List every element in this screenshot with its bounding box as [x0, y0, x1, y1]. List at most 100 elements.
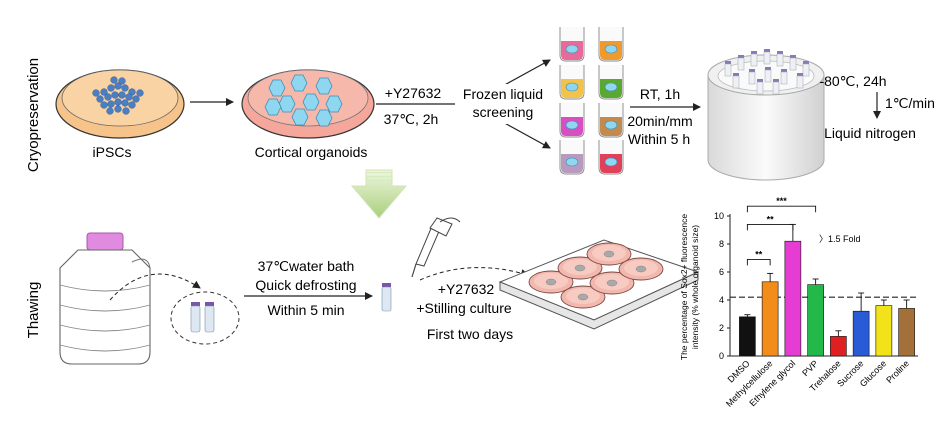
fold-change-label: 〉1.5 Fold — [819, 234, 861, 244]
ipsc-label: iPSCs — [93, 144, 132, 160]
rate-label-line2: Within 5 h — [628, 131, 690, 147]
thawing-row-label: Thawing — [25, 282, 42, 339]
stem-cell-icon — [106, 107, 114, 115]
organoid-label: Cortical organoids — [255, 144, 368, 160]
organoid-icon — [291, 108, 309, 126]
stem-cell-icon — [118, 91, 126, 99]
organoid-icon — [264, 98, 282, 116]
chart-ylabel-line2: intensity (% whole organoid size) — [690, 225, 700, 349]
cooling-rate-label: 1℃/min — [885, 95, 935, 111]
defrost-label: Quick defrosting — [255, 277, 356, 293]
vial-icon — [789, 55, 797, 71]
liquid-nitrogen-dewar-icon — [59, 232, 151, 365]
vial-icon — [802, 61, 810, 77]
stem-cell-icon — [136, 89, 144, 97]
y-tick-label: 6 — [719, 267, 724, 277]
rate-label-line1: 20min/mm — [627, 113, 692, 129]
stem-cell-icon — [111, 91, 119, 99]
stem-cell-icon — [114, 82, 122, 90]
stem-cell-icon — [96, 95, 104, 103]
liquid-nitrogen-label: Liquid nitrogen — [824, 125, 916, 141]
stem-cell-icon — [118, 77, 126, 85]
y-tick-label: 4 — [719, 295, 724, 305]
first-two-days-label: First two days — [427, 326, 513, 342]
bar-ethylene-glycol — [784, 240, 802, 357]
cryo-tube-icon — [559, 27, 585, 62]
ipsc-dish-icon — [55, 69, 185, 139]
organoid-icon — [315, 109, 333, 127]
culture-well-icon — [557, 256, 603, 280]
screening-label-line1: Frozen liquid — [463, 86, 543, 102]
y27632-thaw-label: +Y27632 — [438, 281, 495, 297]
organoid-icon — [290, 74, 308, 92]
y-tick-label: 2 — [719, 323, 724, 333]
incubation-label: 37℃, 2h — [384, 111, 439, 127]
vial-icon — [796, 73, 804, 89]
organoid-icon — [278, 95, 296, 113]
bar-glucose — [875, 305, 893, 357]
stem-cell-icon — [114, 105, 122, 113]
cryo-tube-grid — [559, 27, 624, 175]
stem-cell-icon — [110, 76, 118, 84]
bar-chart: The percentage of Sox2+ fluorescence int… — [679, 196, 918, 409]
bar-pvp — [807, 284, 824, 357]
significance-bracket — [746, 258, 771, 266]
freezing-container-icon — [707, 49, 825, 181]
frozen-vials-icon — [170, 291, 240, 345]
culture-well-icon — [589, 271, 635, 295]
organoid-icon — [315, 77, 333, 95]
organoid-icon — [325, 95, 343, 113]
six-well-plate-icon — [498, 239, 700, 330]
within-5min-label: Within 5 min — [267, 302, 344, 318]
screening-label-line2: screening — [473, 104, 534, 120]
y-tick-label: 8 — [719, 239, 724, 249]
pipette-icon — [411, 217, 461, 278]
stem-cell-icon — [132, 95, 140, 103]
stem-cell-icon — [121, 84, 129, 92]
vial-icon — [724, 61, 732, 77]
significance-bracket — [746, 205, 817, 213]
bar-methylcellulose — [761, 281, 779, 357]
vial-icon — [764, 67, 772, 83]
vial-icon — [780, 69, 788, 85]
vial-icon — [772, 79, 780, 95]
vial-icon — [750, 51, 758, 67]
significance-label: ** — [755, 249, 763, 259]
stem-cell-icon — [107, 100, 115, 108]
culture-well-icon — [560, 285, 606, 309]
water-bath-label: 37℃water bath — [258, 258, 355, 274]
stem-cell-icon — [100, 88, 108, 96]
bar-sucrose — [852, 310, 870, 357]
significance-bracket — [746, 223, 794, 231]
stem-cell-icon — [104, 93, 112, 101]
significance-label: *** — [776, 196, 787, 206]
stem-cell-icon — [100, 101, 108, 109]
organoid-dish-icon — [241, 69, 375, 139]
stilling-culture-label: +Stilling culture — [416, 300, 512, 316]
stem-cell-icon — [122, 107, 130, 115]
dewar-to-vial-dashed-arrow — [109, 273, 201, 301]
thawed-vial-icon — [381, 283, 392, 312]
vial-icon — [732, 73, 740, 89]
bar-trehalose — [830, 336, 847, 357]
x-tick-label: PVP — [800, 358, 820, 378]
vial-icon — [763, 49, 771, 65]
culture-well-icon — [586, 242, 632, 266]
cryopreservation-row-label: Cryopreservation — [25, 58, 42, 172]
organoid-icon — [268, 79, 286, 97]
stem-cell-icon — [121, 99, 129, 107]
big-down-arrow — [350, 169, 408, 219]
stem-cell-icon — [92, 89, 100, 97]
stem-cell-icon — [114, 98, 122, 106]
culture-well-icon — [528, 270, 574, 294]
minus80-label: -80℃, 24h — [819, 73, 886, 89]
chart-ylabel-line1: The percentage of Sox2+ fluorescence — [679, 214, 689, 361]
cryo-tube-icon — [598, 27, 624, 62]
bar-proline — [898, 308, 915, 357]
cryo-tube-icon — [598, 103, 624, 138]
y-tick-label: 0 — [719, 351, 724, 361]
stem-cell-icon — [125, 93, 133, 101]
x-tick-label: Proline — [884, 358, 911, 385]
